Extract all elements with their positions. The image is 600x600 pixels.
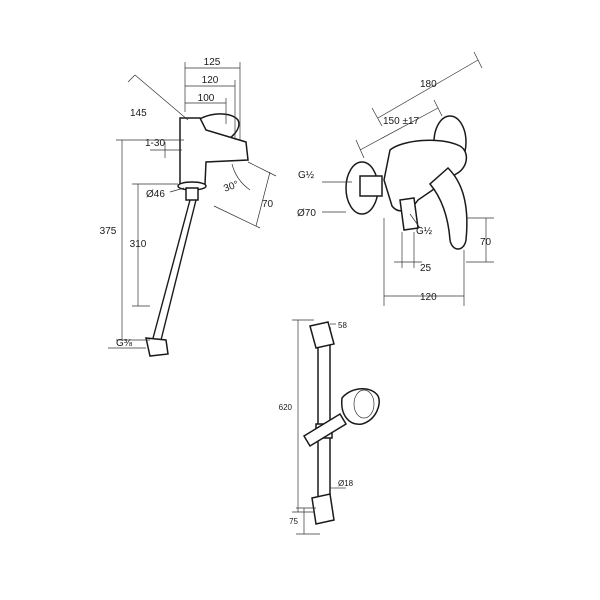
dim-620: 620 [279, 403, 293, 412]
rail-top-bracket [309, 321, 335, 349]
dim-120: 120 [202, 75, 219, 86]
mixer-body [383, 139, 468, 212]
wall-mixer-drawing: 180 150 ±17 G½ Ø70 G½ 70 25 120 [297, 51, 494, 306]
dim-g12-left: G½ [298, 170, 315, 181]
dim-100: 100 [198, 93, 215, 104]
dim-125: 125 [204, 57, 221, 68]
mixer-lever [428, 166, 468, 250]
left-connector [359, 175, 383, 197]
dim-dia70: Ø70 [297, 208, 316, 219]
shower-face [353, 389, 375, 419]
dim-g38: G⅜ [116, 338, 133, 349]
dim-310: 310 [130, 239, 147, 250]
dim-25: 25 [420, 263, 432, 274]
dim-180: 180 [420, 79, 437, 90]
shower-rail-drawing: 58 620 Ø18 75 [279, 319, 380, 535]
dim-150-17: 150 ±17 [383, 116, 420, 127]
dim-dia18: Ø18 [338, 479, 354, 488]
dim-145: 145 [130, 108, 147, 119]
dim-75: 75 [289, 517, 298, 526]
dim-70-faucet: 70 [262, 199, 274, 210]
dim-70-mixer: 70 [480, 237, 492, 248]
hose-connector [145, 337, 169, 357]
faucet-mount [185, 187, 199, 201]
basin-faucet-drawing: 125 120 100 145 1-30 Ø46 30° 70 375 310 [100, 57, 277, 357]
dim-1-30: 1-30 [145, 138, 165, 149]
dim-dia46: Ø46 [146, 189, 165, 200]
shower-handle [302, 412, 348, 448]
dim-g12-right: G½ [416, 226, 433, 237]
dim-58: 58 [338, 321, 347, 330]
dim-120-mixer: 120 [420, 292, 437, 303]
mixer-outlet [399, 197, 419, 231]
supply-hose [151, 199, 197, 345]
rail-bottom-bracket [311, 493, 335, 525]
dim-angle30: 30° [222, 179, 240, 195]
dim-375: 375 [100, 226, 117, 237]
